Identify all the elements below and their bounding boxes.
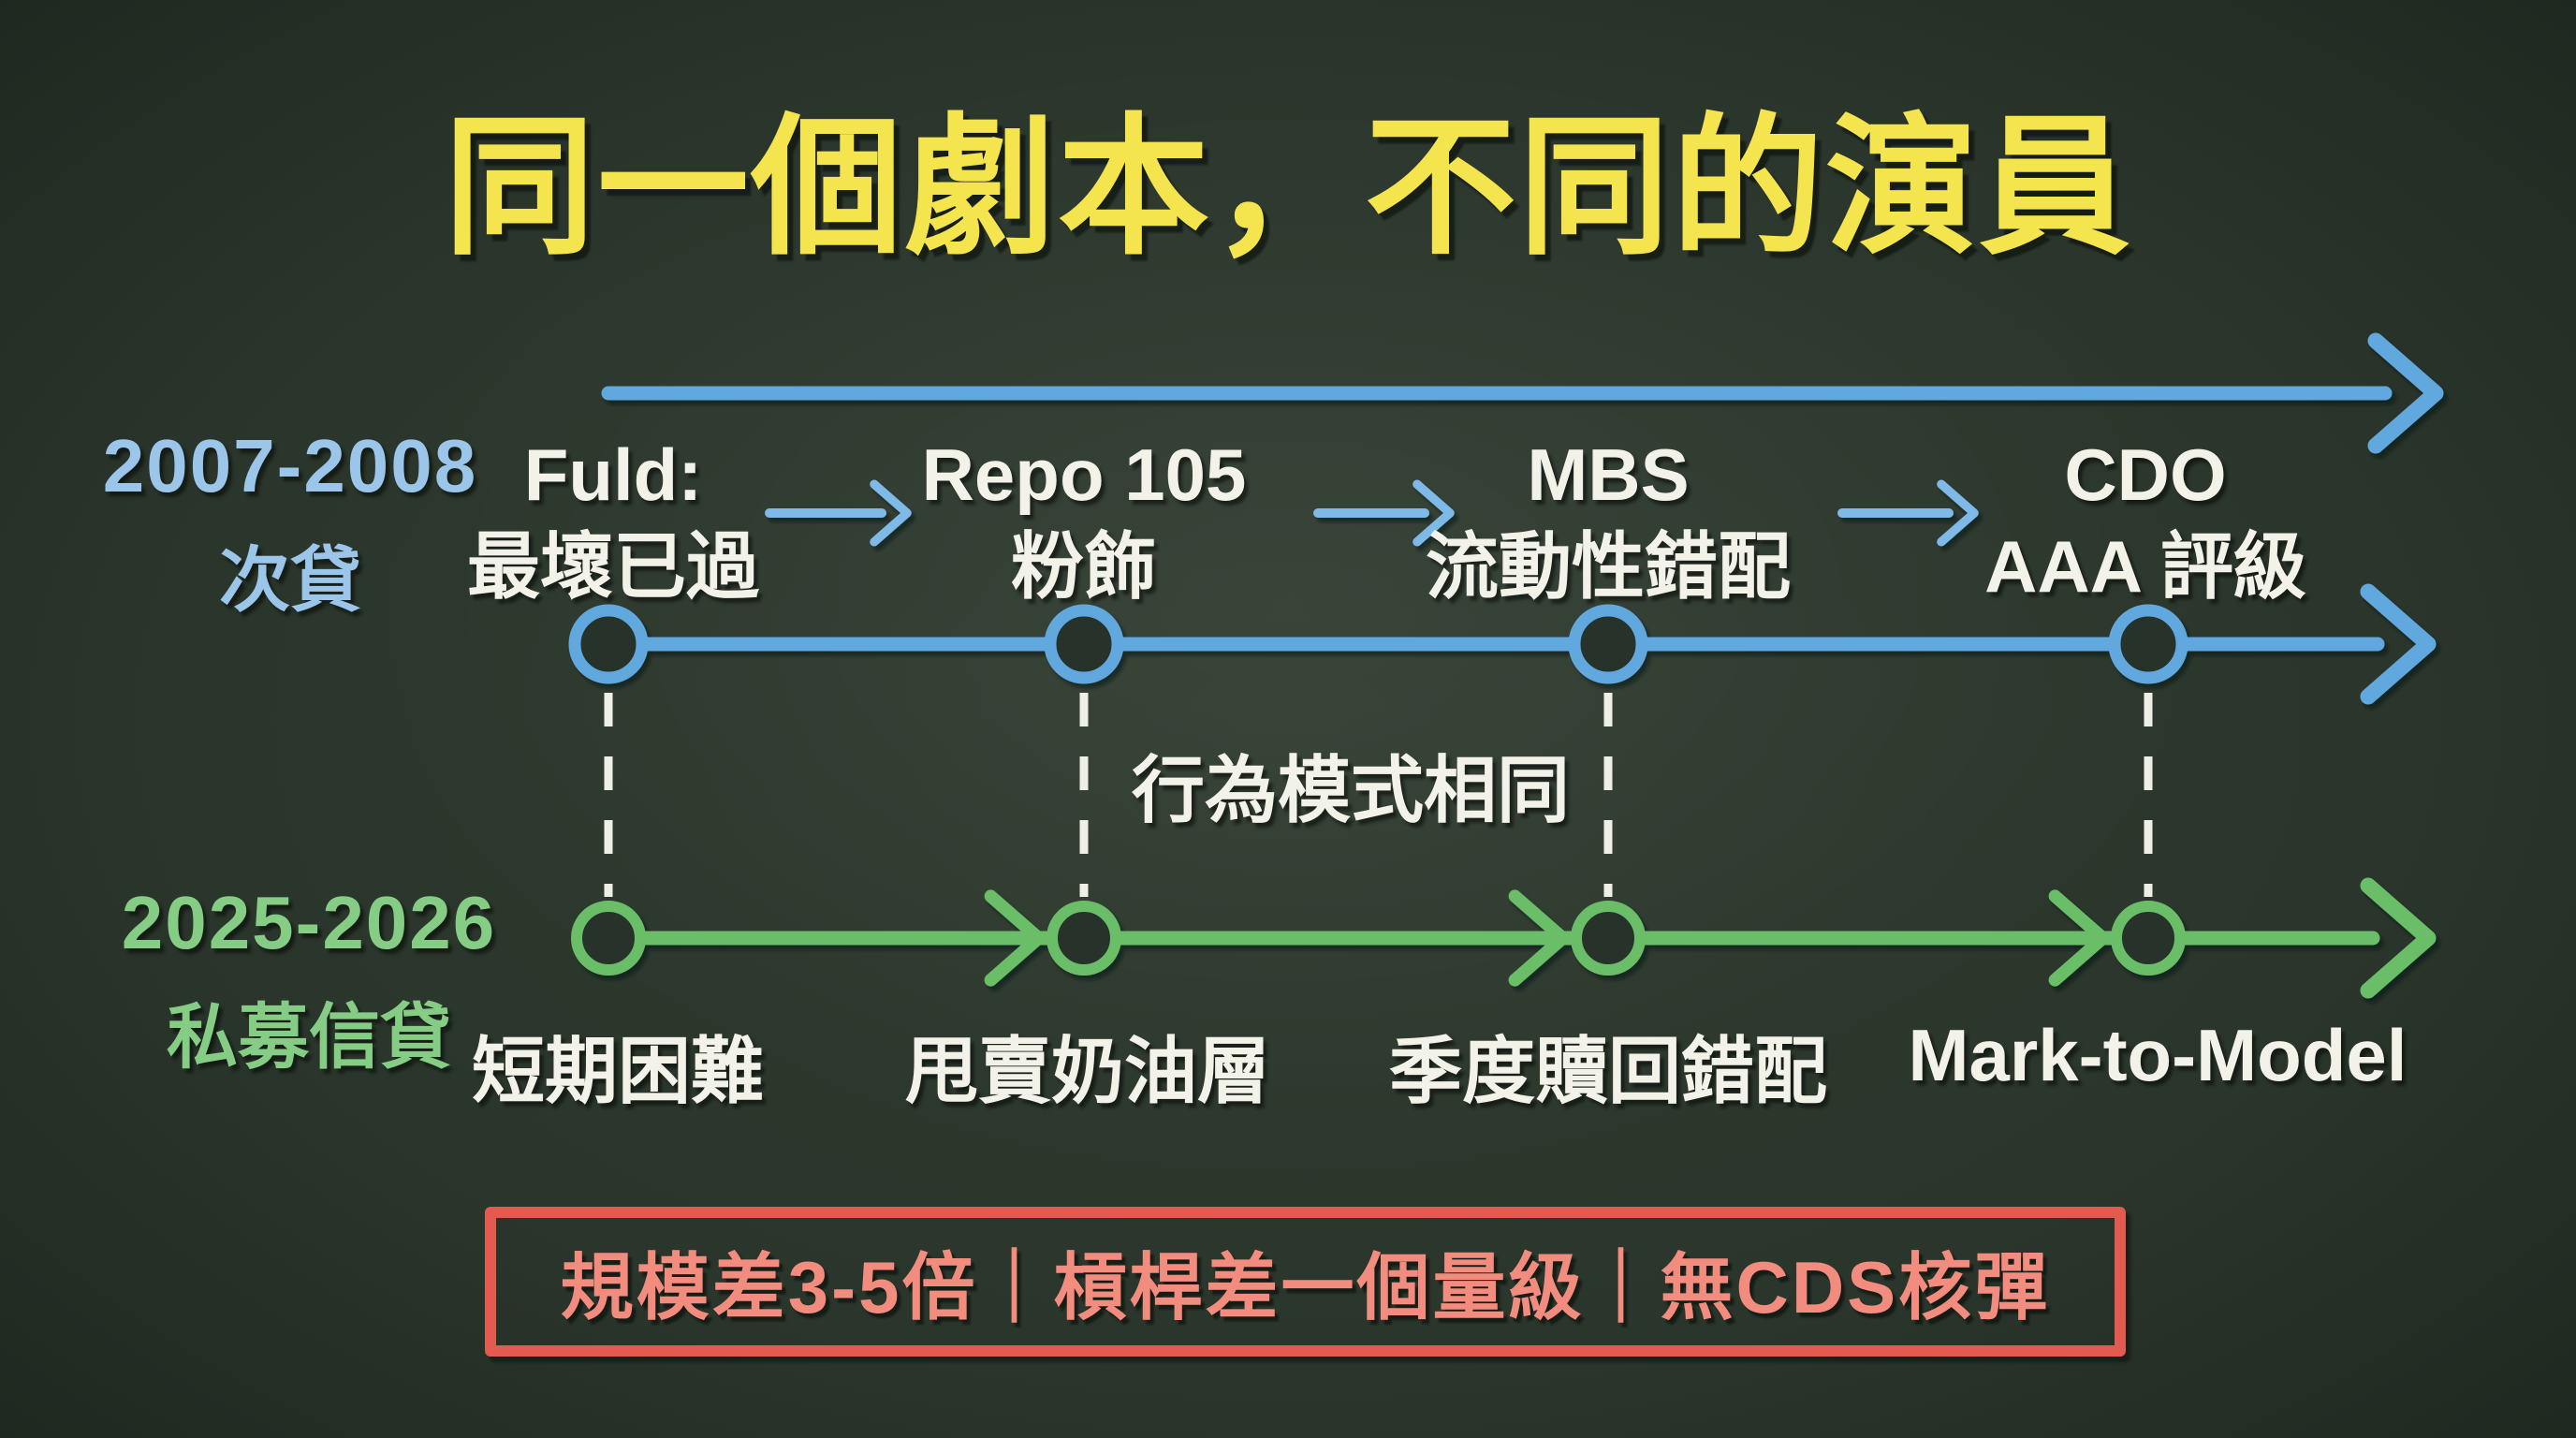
step-arrow-3 [1837, 484, 1974, 542]
timeline-node [568, 604, 649, 684]
private-credit-timeline [571, 886, 2428, 990]
timeline-node [2111, 901, 2186, 976]
timeline-item-mbs: MBS 流動性錯配 [1346, 429, 1870, 612]
era-years: 2007-2008 [102, 424, 478, 507]
timeline-item-cdo: CDO AAA 評級 [1883, 429, 2408, 612]
timeline-item-redemption: 季度贖回錯配 [1388, 1030, 1827, 1112]
timeline-node [571, 901, 646, 976]
timeline-item-short-term: 短期困難 [471, 1030, 764, 1112]
timeline-node [1044, 604, 1124, 684]
item-line2: AAA 評級 [1984, 525, 2306, 608]
era-name: 次貸 [219, 541, 361, 621]
subprime-timeline [568, 592, 2428, 697]
timeline-node [1571, 901, 1646, 976]
era-name: 私募信貸 [167, 998, 451, 1078]
era-years: 2025-2026 [121, 881, 497, 964]
step-arrow-2 [1313, 484, 1450, 542]
timeline-item-fire-sale: 甩賣奶油層 [904, 1030, 1270, 1112]
alert-text: 規模差3-5倍｜槓桿差一個量級｜無CDS核彈 [560, 1246, 2051, 1328]
connector-note: 行為模式相同 [1131, 749, 1570, 831]
item-line1: CDO [2064, 433, 2227, 516]
item-line2: 最壞已過 [466, 525, 759, 608]
page-title: 同一個劇本，不同的演員 [444, 103, 2132, 272]
era-label-2025: 2025-2026 私募信貸 [94, 880, 524, 1082]
item-line2: 流動性錯配 [1425, 525, 1791, 608]
era-label-2007: 2007-2008 次貸 [84, 423, 496, 625]
item-line1: MBS [1527, 433, 1690, 516]
timeline-item-fuld: Fuld: 最壞已過 [351, 429, 875, 612]
item-line1: Repo 105 [921, 433, 1247, 516]
item-line1: Fuld: [523, 433, 703, 516]
timeline-node [2108, 604, 2188, 684]
top-flow-arrow [601, 341, 2436, 446]
timeline-node [1046, 901, 1121, 976]
alert-box: 規模差3-5倍｜槓桿差一個量級｜無CDS核彈 [485, 1207, 2126, 1357]
step-arrow-1 [765, 484, 907, 542]
timeline-item-repo105: Repo 105 粉飾 [822, 429, 1346, 612]
timeline-item-mark-to-model: Mark-to-Model [1908, 1014, 2408, 1096]
item-line2: 粉飾 [1010, 525, 1157, 608]
timeline-node [1568, 604, 1648, 684]
